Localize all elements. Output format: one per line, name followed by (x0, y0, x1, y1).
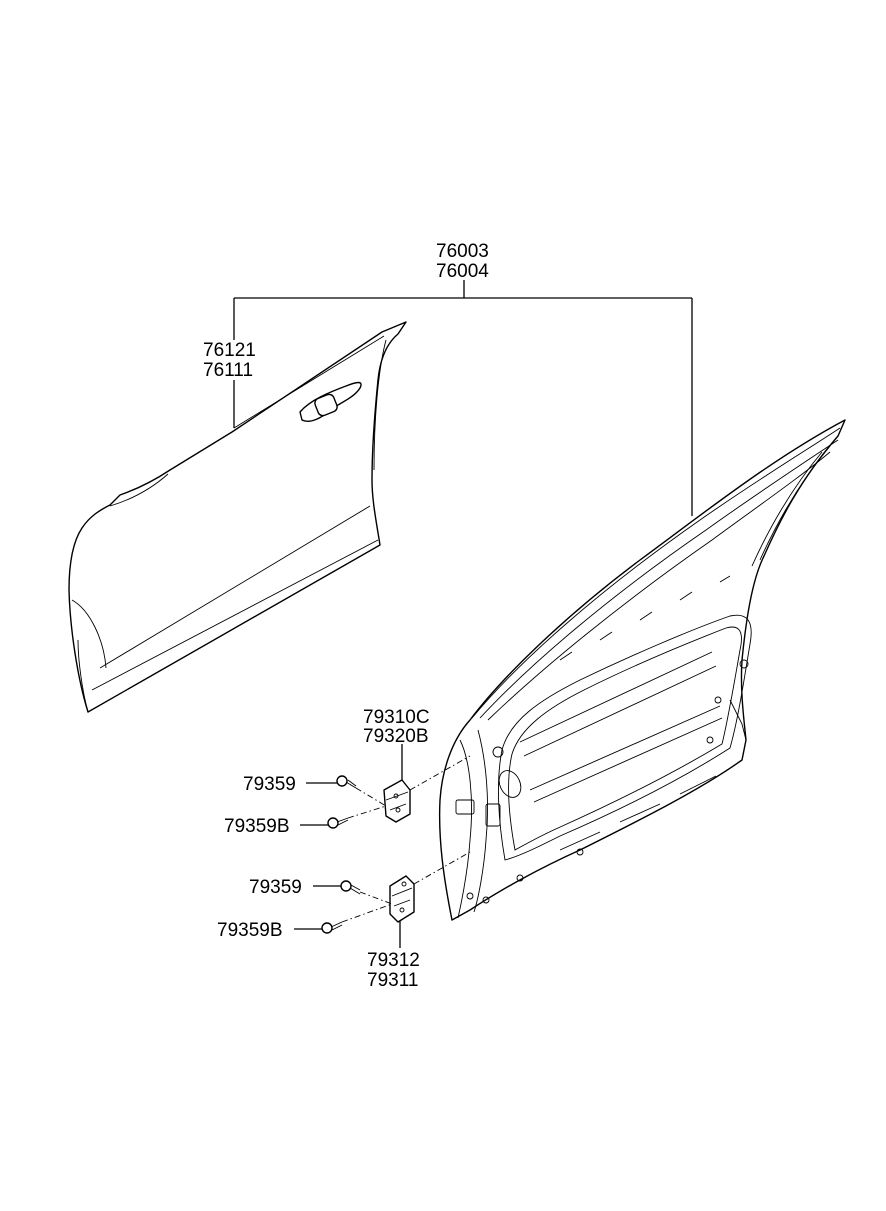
label-assembly-76004: 76004 (436, 261, 489, 282)
upper-bolt-line (347, 755, 471, 819)
door-outer-panel (68, 321, 407, 713)
lower-bolt-79359b (321, 921, 343, 934)
label-upper-bolt-79359b: 79359B (224, 816, 290, 837)
leader-lines (233, 280, 693, 948)
label-lower-bolt-79359b: 79359B (217, 920, 283, 941)
label-panel-76121: 76121 (203, 340, 256, 361)
label-upper-bolt-79359: 79359 (243, 774, 296, 795)
upper-hinge (383, 779, 411, 823)
label-lower-bolt-79359: 79359 (249, 877, 302, 898)
lower-bolt-79359 (340, 880, 361, 895)
label-panel-76111: 76111 (203, 360, 253, 381)
lower-hinge (389, 875, 415, 923)
label-lower-hinge-79312: 79312 (367, 950, 420, 971)
label-lower-hinge-79311: 79311 (367, 970, 418, 991)
upper-bolt-79359 (336, 775, 357, 789)
label-assembly-76003: 76003 (436, 241, 489, 262)
lower-bolt-line (341, 851, 471, 923)
label-upper-hinge-79310c: 79310C (363, 707, 430, 728)
upper-bolt-79359b (327, 817, 349, 829)
label-upper-hinge-79320b: 79320B (363, 726, 429, 747)
door-inner-frame (438, 419, 846, 921)
